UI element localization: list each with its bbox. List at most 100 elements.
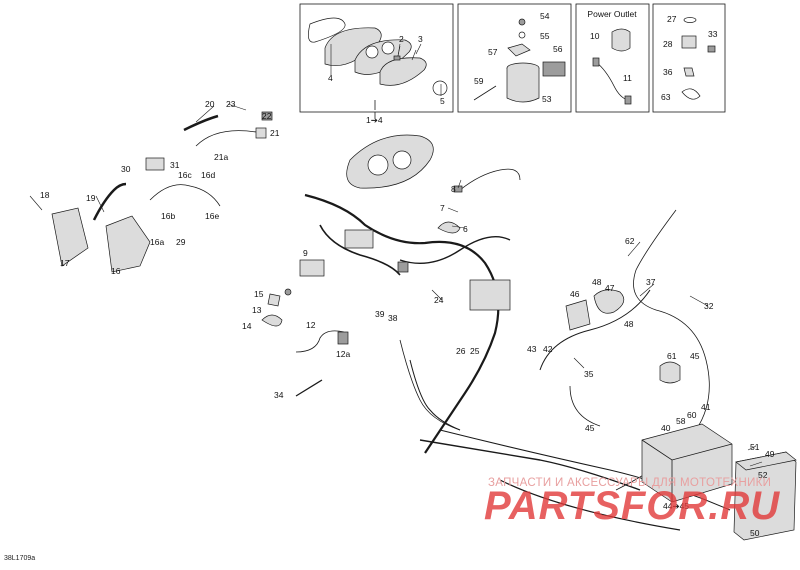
callout-59: 59	[474, 76, 484, 86]
relay-box-frame	[652, 3, 726, 113]
callout-57: 57	[488, 47, 498, 57]
harness-fuse-box	[469, 279, 511, 311]
callout-50: 50	[750, 528, 760, 538]
callout-58: 58	[676, 416, 686, 426]
callout-33: 33	[708, 29, 718, 39]
callout-32: 32	[704, 301, 714, 311]
callout-45-battery: 45	[690, 351, 700, 361]
instrument-cluster-assembly	[346, 134, 434, 189]
outlet-connector-a	[592, 57, 600, 67]
harness-lower-run	[419, 439, 641, 491]
callout-14: 14	[242, 321, 252, 331]
callout-29: 29	[176, 237, 186, 247]
power-outlet-frame	[575, 3, 650, 113]
sensor-6-body	[437, 221, 461, 234]
callout-17: 17	[60, 258, 70, 268]
callout-51: 51	[750, 442, 760, 452]
callout-5: 5	[440, 96, 445, 106]
harness-connector-2	[397, 261, 409, 273]
grip-20	[183, 114, 219, 132]
cluster-assembly	[346, 134, 434, 189]
callout-21a: 21a	[214, 152, 228, 162]
hose-19	[92, 182, 127, 221]
callout-35: 35	[584, 369, 594, 379]
battery-box	[457, 3, 572, 113]
diagram-code: 38L1709a	[4, 555, 35, 562]
battery-58-box	[641, 423, 733, 503]
callout-27: 27	[667, 14, 677, 24]
sensor-8-wire	[459, 168, 521, 191]
o-ring-27	[683, 17, 697, 23]
battery-label-56	[542, 61, 566, 77]
cable-38-39	[399, 339, 461, 431]
callout-7: 7	[440, 203, 445, 213]
clip-36	[683, 67, 695, 77]
callout-12: 12	[306, 320, 316, 330]
harness-drop	[409, 359, 461, 431]
harness-module-9	[299, 259, 325, 277]
callout-13: 13	[252, 305, 262, 315]
callout-11: 11	[623, 73, 632, 83]
callout-30: 30	[121, 164, 131, 174]
callout-52: 52	[758, 470, 768, 480]
watermark-brand: PARTSFOR.RU	[484, 484, 780, 528]
probe-34	[295, 379, 323, 397]
callout-16a: 16a	[150, 237, 164, 247]
power-outlet-wire-11	[595, 61, 629, 101]
connector-12a	[337, 331, 349, 345]
terminal-61	[659, 361, 681, 384]
callout-39: 39	[375, 309, 385, 319]
callout-4: 4	[328, 73, 333, 83]
cable-44-45	[499, 479, 681, 531]
callout-48-top: 48	[592, 277, 602, 287]
callout-22: 22	[262, 111, 272, 121]
callout-25: 25	[470, 346, 480, 356]
callout-36: 36	[663, 67, 673, 77]
callout-43: 43	[527, 344, 537, 354]
callout-3: 3	[418, 34, 423, 44]
callout-60: 60	[687, 410, 697, 420]
power-outlet-box: Power Outlet	[575, 3, 650, 113]
switch-16	[105, 215, 151, 273]
callout-28: 28	[663, 39, 673, 49]
connector-22	[261, 111, 273, 121]
callout-21: 21	[270, 128, 280, 138]
harness-branch-35	[539, 289, 651, 371]
bracket-13	[267, 293, 281, 307]
callout-8: 8	[451, 184, 456, 194]
bracket-46	[565, 299, 591, 331]
callout-23: 23	[226, 99, 236, 109]
module-47	[593, 289, 625, 314]
strap-63	[681, 88, 701, 100]
callout-16: 16	[111, 266, 121, 276]
callout-16e: 16e	[205, 211, 219, 221]
bracket-57	[507, 43, 531, 57]
callout-45-lower: 45	[585, 423, 595, 433]
wire-12	[295, 330, 345, 353]
power-outlet-socket-10	[611, 28, 631, 52]
lead-21a	[195, 130, 257, 147]
switch-housing-17	[51, 207, 89, 267]
cluster-dial-left	[365, 45, 379, 59]
harness-branch-b	[399, 236, 511, 265]
cluster-gauge-right	[392, 150, 412, 170]
clip-15	[284, 288, 292, 296]
callout-31: 31	[170, 160, 180, 170]
callout-54: 54	[540, 11, 550, 21]
switch-30	[145, 157, 165, 171]
screw-2	[393, 55, 401, 61]
instrument-cluster-box	[299, 3, 454, 118]
wire-45	[569, 385, 601, 427]
callout-12a: 12a	[336, 349, 350, 359]
bracket-14	[261, 314, 283, 327]
callout-18: 18	[40, 190, 50, 200]
callout-16c: 16c	[178, 170, 192, 180]
cluster-dial-right	[381, 41, 395, 55]
harness-branch-a	[319, 224, 401, 276]
callout-55: 55	[540, 31, 550, 41]
callout-15: 15	[254, 289, 264, 299]
relay-28	[681, 35, 697, 49]
callout-9: 9	[303, 248, 308, 258]
bracket-46-group	[565, 289, 625, 331]
callout-53: 53	[542, 94, 552, 104]
